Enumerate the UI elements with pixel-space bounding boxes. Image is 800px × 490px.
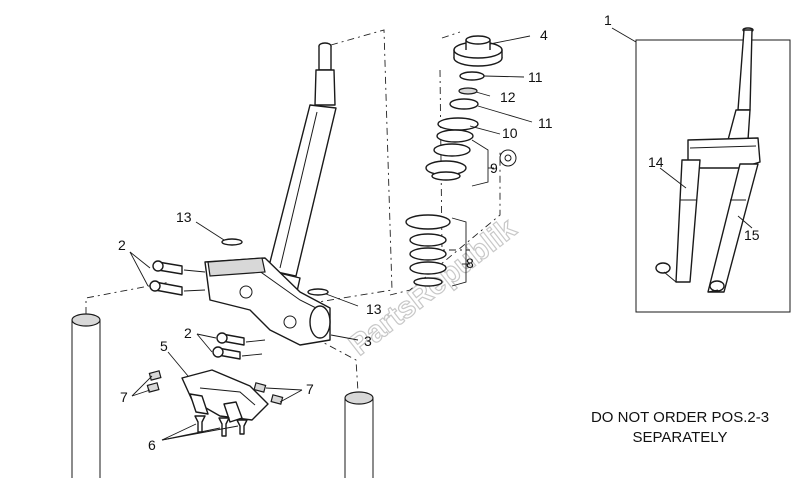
callout-13-lower: 13 bbox=[366, 301, 382, 317]
callout-9: 9 bbox=[490, 160, 498, 176]
order-note-line-1: DO NOT ORDER POS.2-3 bbox=[590, 409, 770, 426]
callout-7-left: 7 bbox=[120, 389, 128, 405]
right-fork-leg bbox=[344, 391, 374, 478]
bolts-lower bbox=[212, 332, 266, 360]
washer-11-upper bbox=[459, 71, 485, 81]
order-note: DO NOT ORDER POS.2-3 SEPARATELY bbox=[560, 408, 800, 448]
callout-3: 3 bbox=[364, 333, 372, 349]
callout-2-upper: 2 bbox=[118, 237, 126, 253]
bearing-stack-dashed bbox=[389, 31, 501, 296]
callout-13-upper: 13 bbox=[176, 209, 192, 225]
callout-8: 8 bbox=[466, 255, 474, 271]
bearing-lower bbox=[405, 214, 451, 287]
callout-5: 5 bbox=[160, 338, 168, 354]
order-note-line-2: SEPARATELY bbox=[632, 429, 728, 446]
leg-dashed-guide-left bbox=[85, 281, 171, 314]
callout-4: 4 bbox=[540, 27, 548, 43]
callout-11-upper: 11 bbox=[528, 69, 543, 85]
steering-stem bbox=[253, 42, 337, 297]
clip-nuts bbox=[146, 370, 284, 405]
callout-14: 14 bbox=[648, 154, 664, 170]
washer-11-lower bbox=[449, 98, 479, 110]
mounting-bracket bbox=[181, 369, 269, 423]
lower-triple-clamp bbox=[204, 257, 331, 346]
callout-12: 12 bbox=[500, 89, 516, 105]
complete-fork-frame bbox=[635, 39, 791, 313]
bearing-upper bbox=[425, 117, 479, 181]
callout-6: 6 bbox=[148, 437, 156, 453]
callout-7-right: 7 bbox=[306, 381, 314, 397]
screws bbox=[194, 415, 248, 437]
bolts-upper bbox=[149, 260, 206, 296]
tab-washer-12 bbox=[458, 87, 478, 95]
complete-fork-assembly bbox=[655, 27, 761, 293]
callout-1: 1 bbox=[604, 12, 612, 28]
callout-15: 15 bbox=[744, 227, 760, 243]
leader-lines bbox=[129, 27, 753, 441]
ring-nut bbox=[453, 35, 503, 67]
callout-2-lower: 2 bbox=[184, 325, 192, 341]
left-fork-leg bbox=[71, 313, 101, 478]
o-ring-lower bbox=[307, 288, 329, 296]
callout-10: 10 bbox=[502, 125, 518, 141]
callout-11-lower: 11 bbox=[538, 115, 553, 131]
o-ring-upper bbox=[221, 238, 243, 246]
stem-dashed-outline bbox=[299, 29, 393, 306]
gear-icon bbox=[499, 149, 517, 167]
